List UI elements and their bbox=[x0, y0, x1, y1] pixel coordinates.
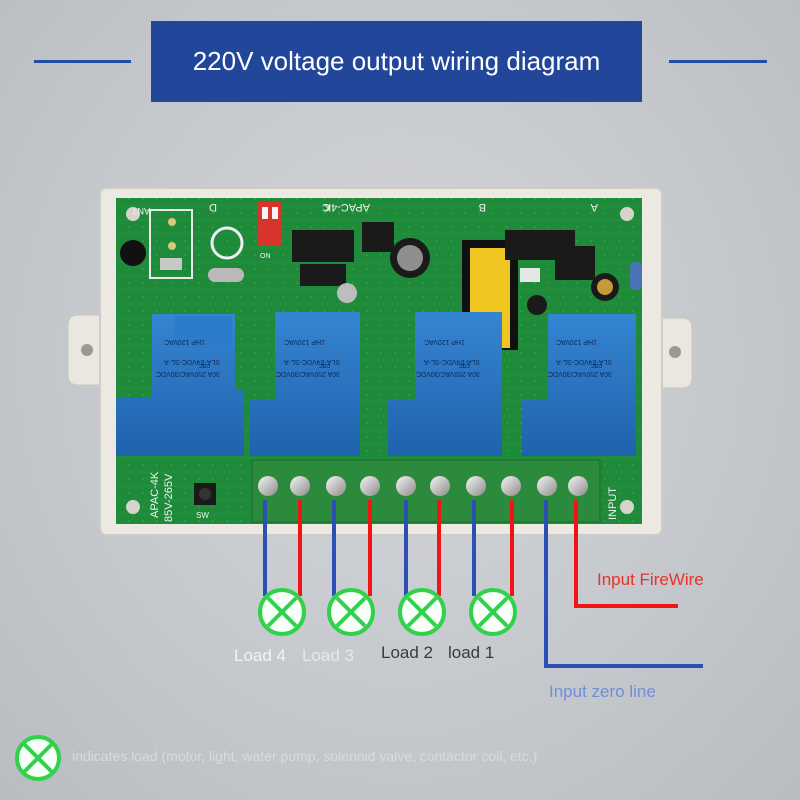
terminal-screw[interactable] bbox=[537, 476, 557, 496]
relay-1-rating: 30A 250VAC/30VDC bbox=[548, 370, 612, 377]
relay-2-rating: 30A 250VAC/30VDC bbox=[416, 370, 480, 377]
title-rule-right bbox=[669, 60, 767, 63]
relay-1-brand: cqc bbox=[591, 362, 602, 369]
pcb-model-top: APAC-4K bbox=[323, 201, 370, 213]
terminal-screw[interactable] bbox=[258, 476, 278, 496]
pcb-sw-label: SW bbox=[196, 511, 209, 520]
pcb-voltage-side: 85V-265V bbox=[163, 473, 175, 522]
load-2-lamp-icon bbox=[398, 588, 446, 636]
relay-3-rating: 30A 250VAC/30VDC bbox=[276, 370, 340, 377]
relay-3-brand: cqc bbox=[319, 362, 330, 369]
mount-hole-left bbox=[81, 344, 93, 356]
terminal-screw[interactable] bbox=[568, 476, 588, 496]
pcb-ant-label: ANT bbox=[131, 206, 150, 216]
input-fire-label: Input FireWire bbox=[597, 570, 704, 589]
load-4-label: Load 4 bbox=[234, 646, 286, 665]
terminal-screw[interactable] bbox=[360, 476, 380, 496]
relay-3-hp: 1HP 120VAC bbox=[284, 338, 325, 345]
terminal-screws bbox=[258, 476, 588, 496]
load-4-lamp-icon bbox=[258, 588, 306, 636]
load-2-label: Load 2 bbox=[381, 643, 433, 662]
relay-3: SLA-24VDC-SL-A 30A 250VAC/30VDC 1HP 120V… bbox=[250, 312, 360, 456]
pcb-input-label: INPUT bbox=[607, 487, 619, 520]
relay-4-model: SLA-24VDC-SL-A bbox=[164, 358, 220, 365]
input-zero-label: Input zero line bbox=[549, 682, 656, 701]
legend-description: indicates load (motor, light, water pump… bbox=[72, 748, 538, 764]
terminal-screw[interactable] bbox=[430, 476, 450, 496]
diagram-title-text: 220V voltage output wiring diagram bbox=[192, 46, 601, 76]
terminal-screw[interactable] bbox=[466, 476, 486, 496]
relay-4-rating: 30A 250VAC/30VDC bbox=[156, 370, 220, 377]
load-1-label: load 1 bbox=[448, 643, 495, 662]
receiver-component bbox=[120, 240, 146, 266]
pcb-label-c: C bbox=[322, 201, 330, 213]
wire-fire-input bbox=[574, 500, 678, 608]
relay-2-hp: 1HP 120VAC bbox=[424, 338, 465, 345]
title-rule-left bbox=[34, 60, 131, 63]
dip-switch[interactable] bbox=[258, 202, 282, 246]
wires bbox=[263, 500, 703, 668]
terminal-block bbox=[251, 459, 601, 523]
load-3-lamp-icon bbox=[327, 588, 375, 636]
terminal-screw[interactable] bbox=[290, 476, 310, 496]
pcb-label-d: D bbox=[209, 201, 217, 213]
ic-chip bbox=[292, 230, 354, 262]
legend-lamp-icon bbox=[15, 735, 61, 781]
relay-1: SLA-24VDC-SL-A 30A 250VAC/30VDC 1HP 120V… bbox=[522, 314, 636, 456]
load-1-lamp-icon bbox=[469, 588, 517, 636]
relay-2-model: SLA-24VDC-SL-A bbox=[424, 358, 480, 365]
load-3-label: Load 3 bbox=[302, 646, 354, 665]
mount-hole-right bbox=[669, 346, 681, 358]
relay-3-model: SLA-24VDC-SL-A bbox=[284, 358, 340, 365]
pcb-label-a: A bbox=[590, 201, 598, 213]
relay-2-brand: cqc bbox=[459, 362, 470, 369]
relay-1-hp: 1HP 120VAC bbox=[556, 338, 597, 345]
wire-zero-input bbox=[544, 500, 703, 668]
terminal-screw[interactable] bbox=[396, 476, 416, 496]
terminal-screw[interactable] bbox=[501, 476, 521, 496]
pcb-model-side: APAC-4K bbox=[149, 471, 161, 518]
terminal-screw[interactable] bbox=[326, 476, 346, 496]
pcb-label-b: B bbox=[479, 201, 486, 213]
pcb-dip-label: ON bbox=[260, 253, 271, 260]
load-lamps bbox=[15, 588, 517, 781]
relay-1-model: SLA-24VDC-SL-A bbox=[556, 358, 612, 365]
relay-4-hp: 1HP 120VAC bbox=[164, 338, 205, 345]
relay-2: SLA-24VDC-SL-A 30A 250VAC/30VDC 1HP 120V… bbox=[388, 312, 502, 456]
diagram-title: 220V voltage output wiring diagram bbox=[151, 21, 642, 102]
relay-4: SLA-24VDC-SL-A 30A 250VAC/30VDC 1HP 120V… bbox=[116, 314, 244, 456]
relay-4-brand: cqc bbox=[199, 362, 210, 369]
